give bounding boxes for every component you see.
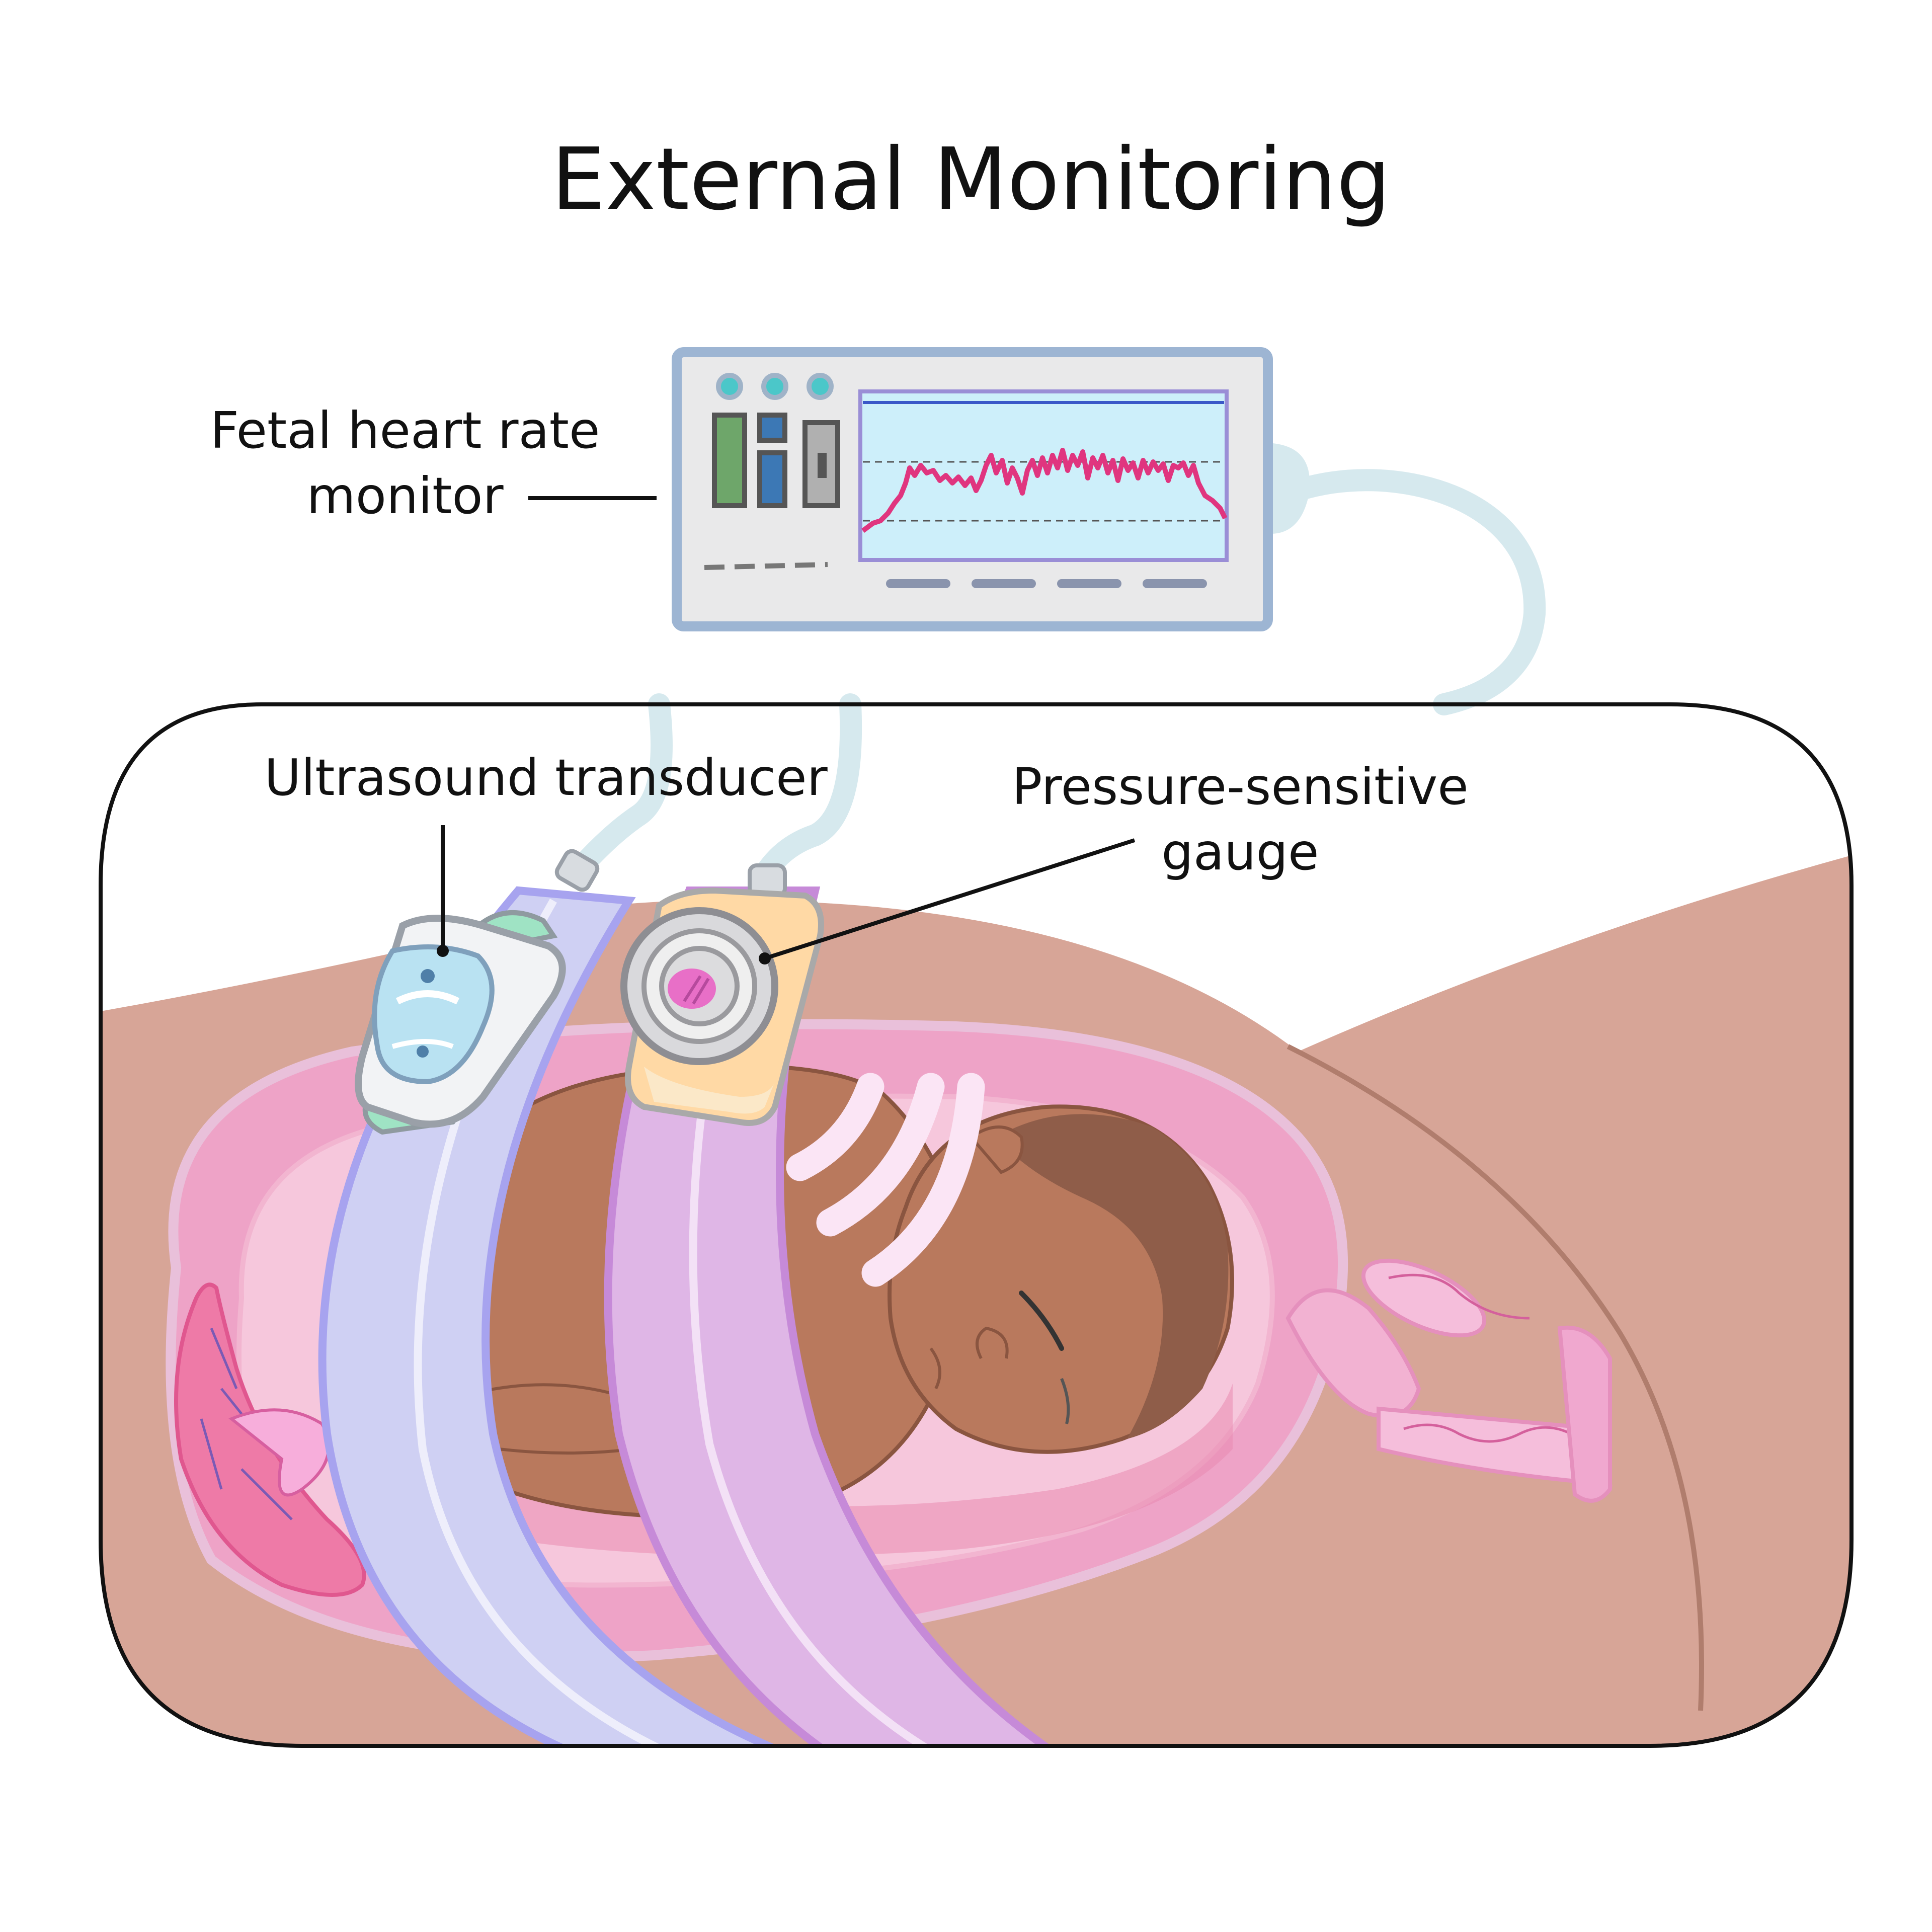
- green-button: [712, 413, 747, 508]
- spine-outline: [1286, 1044, 1704, 1711]
- ultrasound-label: Ultrasound transducer: [264, 748, 828, 807]
- reproductive-organs: [1285, 1258, 1613, 1503]
- indicator-light: [716, 373, 743, 400]
- ultrasound-cable: [562, 693, 673, 887]
- pressure-gauge-icon: [620, 863, 824, 1126]
- monitor-vent: [704, 562, 828, 570]
- pressure-label-line1: Pressure-sensitive: [1012, 757, 1469, 816]
- blue-button-small: [757, 413, 787, 443]
- indicator-light: [761, 373, 788, 400]
- fetus-hair: [996, 1114, 1229, 1439]
- pressure-leader-line: [764, 838, 1136, 960]
- ultrasound-waves-icon: [786, 1073, 985, 1287]
- blue-button-tall: [757, 450, 787, 508]
- monitor-label-line1: Fetal heart rate: [210, 401, 600, 460]
- monitor-cable: [1257, 469, 1546, 715]
- monitor-cable-plug: [1263, 443, 1310, 534]
- monitor-label-line2: monitor: [306, 466, 504, 525]
- indicator-light: [807, 373, 834, 400]
- fetal-heart-rate-monitor: [672, 347, 1273, 631]
- pressure-label-line2: gauge: [1161, 823, 1319, 881]
- ultrasound-transducer-icon: [355, 849, 600, 1135]
- illustration-panel: [99, 702, 1854, 1748]
- placenta: [174, 1282, 366, 1597]
- heart-rate-trace: [861, 448, 1228, 533]
- fetus-eye: [1019, 1291, 1064, 1351]
- page-title: External Monitoring: [551, 130, 1391, 229]
- pressure-cable: [756, 693, 862, 881]
